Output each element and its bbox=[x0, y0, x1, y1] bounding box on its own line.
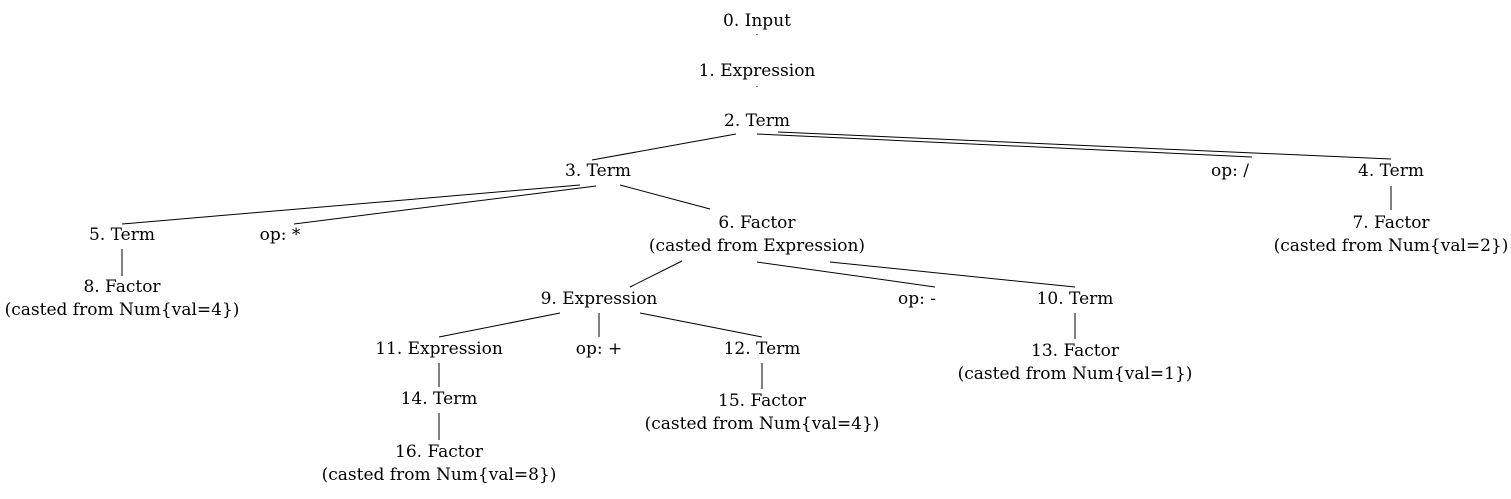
node-label: 15. Factor bbox=[718, 391, 806, 411]
edge-9-11 bbox=[438, 312, 561, 338]
node-label: 14. Term bbox=[400, 389, 478, 409]
tree-node-9: 9. Expression bbox=[541, 288, 658, 311]
node-label: 1. Expression bbox=[698, 61, 816, 81]
edge-2-4 bbox=[777, 131, 1392, 160]
edge-3-op-mul bbox=[293, 185, 597, 225]
tree-node-5: 5. Term bbox=[89, 224, 155, 247]
node-label: 9. Expression bbox=[540, 289, 658, 309]
node-sublabel: (casted from Num{val=4}) bbox=[644, 414, 880, 434]
node-label: 10. Term bbox=[1036, 289, 1114, 309]
node-label: op: + bbox=[575, 339, 623, 359]
node-sublabel: (casted from Num{val=2}) bbox=[1273, 236, 1509, 256]
node-label: 16. Factor bbox=[395, 442, 483, 462]
node-label: op: * bbox=[259, 225, 301, 245]
tree-node-15: 15. Factor (casted from Num{val=4}) bbox=[645, 390, 880, 436]
tree-node-11: 11. Expression bbox=[375, 338, 503, 361]
tree-node-0: 0. Input bbox=[723, 10, 791, 33]
edge-2-op-div bbox=[756, 133, 1253, 158]
tree-node-1: 1. Expression bbox=[699, 60, 816, 83]
edge-6-9 bbox=[629, 260, 683, 288]
node-label: 0. Input bbox=[723, 11, 791, 31]
node-sublabel: (casted from Num{val=1}) bbox=[957, 364, 1193, 384]
edge-3-5 bbox=[121, 184, 581, 225]
node-label: 5. Term bbox=[89, 225, 155, 245]
edge-2-3 bbox=[591, 133, 737, 161]
tree-node-14: 14. Term bbox=[401, 388, 478, 411]
tree-node-op-mul: op: * bbox=[260, 224, 301, 247]
edge-6-10 bbox=[829, 261, 1076, 288]
node-label: 3. Term bbox=[565, 161, 631, 181]
edge-6-op-sub bbox=[756, 261, 936, 288]
tree-node-op-div: op: / bbox=[1211, 160, 1249, 183]
node-label: 6. Factor bbox=[718, 213, 796, 233]
node-label: op: - bbox=[898, 289, 936, 309]
node-sublabel: (casted from Expression) bbox=[648, 236, 866, 256]
tree-node-10: 10. Term bbox=[1037, 288, 1114, 311]
tree-node-op-sub: op: - bbox=[898, 288, 936, 311]
node-label: 11. Expression bbox=[375, 339, 503, 359]
node-sublabel: (casted from Num{val=8}) bbox=[321, 465, 557, 485]
tree-node-13: 13. Factor (casted from Num{val=1}) bbox=[958, 340, 1193, 386]
node-label: op: / bbox=[1211, 161, 1249, 181]
tree-node-8: 8. Factor (casted from Num{val=4}) bbox=[5, 276, 240, 322]
tree-node-3: 3. Term bbox=[565, 160, 631, 183]
tree-node-4: 4. Term bbox=[1358, 160, 1424, 183]
tree-node-12: 12. Term bbox=[724, 338, 801, 361]
tree-node-2: 2. Term bbox=[724, 110, 790, 133]
node-label: 2. Term bbox=[724, 111, 790, 131]
node-label: 13. Factor bbox=[1031, 341, 1119, 361]
tree-node-7: 7. Factor (casted from Num{val=2}) bbox=[1274, 212, 1509, 258]
tree-node-6: 6. Factor (casted from Expression) bbox=[649, 212, 865, 258]
node-sublabel: (casted from Num{val=4}) bbox=[4, 300, 240, 320]
edge-3-6 bbox=[619, 184, 711, 210]
node-label: 12. Term bbox=[723, 339, 801, 359]
tree-node-16: 16. Factor (casted from Num{val=8}) bbox=[322, 441, 557, 487]
node-label: 8. Factor bbox=[83, 277, 161, 297]
node-label: 7. Factor bbox=[1352, 213, 1430, 233]
edge-9-12 bbox=[639, 312, 763, 338]
tree-node-op-add: op: + bbox=[576, 338, 623, 361]
node-label: 4. Term bbox=[1358, 161, 1424, 181]
